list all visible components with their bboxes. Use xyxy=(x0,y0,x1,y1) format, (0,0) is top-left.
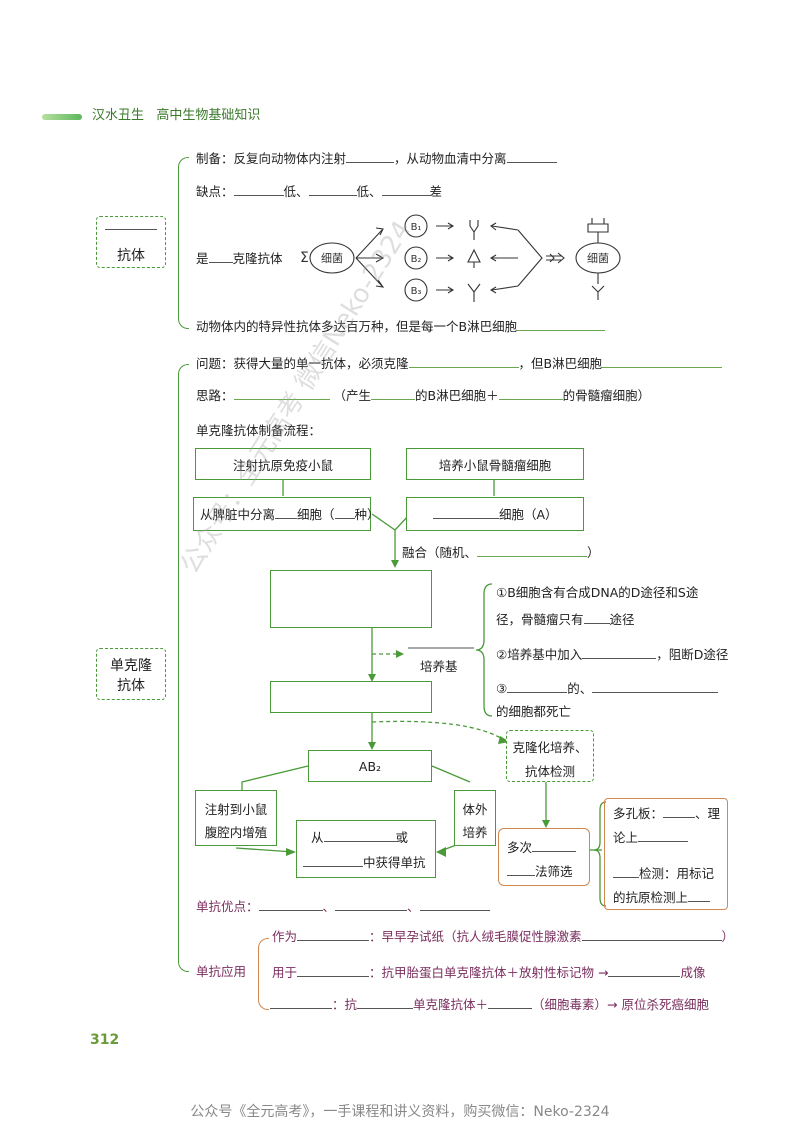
antibody-label-box: 抗体 xyxy=(96,216,166,268)
mono-label-box: 单克隆 抗体 xyxy=(96,648,166,700)
box-in-vitro: 体外 培养 xyxy=(454,790,496,846)
mono-advantage: 单抗优点：、、 xyxy=(196,898,490,915)
antibody-is-clone: 是克隆抗体 xyxy=(196,251,283,266)
note-1a: ①B细胞含有合成DNA的D途径和S途 xyxy=(496,585,699,600)
box-multi-screen: 多次 法筛选 xyxy=(498,828,590,886)
mono-problem: 问题：获得大量的单一抗体，必须克隆，但B淋巴细胞 xyxy=(196,355,723,372)
antibody-note: 动物体内的特异性抗体多达百万种，但是每一个B淋巴细胞 xyxy=(196,318,606,335)
b2-label: B₂ xyxy=(411,254,422,265)
note-2: ②培养基中加入，阻断D途径 xyxy=(496,647,729,662)
antibody-diagram: Σ 细菌 B₁ B₂ B₃ 细菌 xyxy=(300,214,621,302)
box-well-plate: 多孔板：、理 论上 检测：用标记 的抗原检测上 xyxy=(604,798,728,910)
mono-application-label: 单抗应用 xyxy=(196,964,247,979)
svg-text:Σ: Σ xyxy=(300,250,309,266)
note-1b: 径，骨髓瘤只有途径 xyxy=(496,612,635,627)
cell-left-label: 细菌 xyxy=(321,252,343,265)
box-inject-mouse: 注射抗原免疫小鼠 xyxy=(195,448,371,480)
box-clone-culture: 克隆化培养、 抗体检测 xyxy=(506,730,594,782)
box-ab2: AB₂ xyxy=(308,750,432,782)
b1-label: B₁ xyxy=(411,222,422,233)
cell-right-label: 细菌 xyxy=(587,252,609,265)
box-inject-abdomen: 注射到小鼠 腹腔内增殖 xyxy=(195,790,277,846)
box-spleen-cells: 从脾脏中分离细胞（种） xyxy=(193,497,380,531)
box-hybridoma xyxy=(270,681,432,713)
box-get-mab: 从或 中获得单抗 xyxy=(296,820,436,878)
header-title: 汉水丑生 高中生物基础知识 xyxy=(92,108,261,123)
mono-idea: 思路： （产生的B淋巴细胞＋的骨髓瘤细胞） xyxy=(196,388,651,403)
app-2: 用于：抗甲胎蛋白单克隆抗体＋放射性标记物 →成像 xyxy=(272,965,706,980)
antibody-prep: 制备：反复向动物体内注射，从动物血清中分离 xyxy=(196,150,557,167)
b3-label: B₃ xyxy=(411,286,422,297)
medium-label: 培养基 xyxy=(420,659,458,674)
fusion-label: 融合（随机、） xyxy=(402,545,600,560)
antibody-defect: 缺点：低、低、差 xyxy=(196,184,443,199)
app-brace xyxy=(258,938,269,1010)
app-1: 作为：早早孕试纸（抗人绒毛膜促性腺激素） xyxy=(272,929,735,944)
header-bar xyxy=(42,114,82,120)
mono-label-2: 抗体 xyxy=(117,678,145,694)
box-cell-a: 细胞（A） xyxy=(406,497,584,531)
mono-label-1: 单克隆 xyxy=(110,658,152,674)
box-fused-cells xyxy=(270,570,432,628)
note-3c: 的细胞都死亡 xyxy=(496,704,572,719)
footer-watermark: 公众号《全元高考》，一手课程和讲义资料，购买微信：Neko-2324 xyxy=(190,1104,610,1120)
box-culture-myeloma: 培养小鼠骨髓瘤细胞 xyxy=(406,448,584,480)
antibody-label: 抗体 xyxy=(117,248,145,264)
mono-flow-title: 单克隆抗体制备流程： xyxy=(196,423,322,438)
app-3: ：抗单克隆抗体＋（细胞毒素）→ 原位杀死癌细胞 xyxy=(270,996,709,1013)
page-number: 312 xyxy=(90,1032,120,1048)
